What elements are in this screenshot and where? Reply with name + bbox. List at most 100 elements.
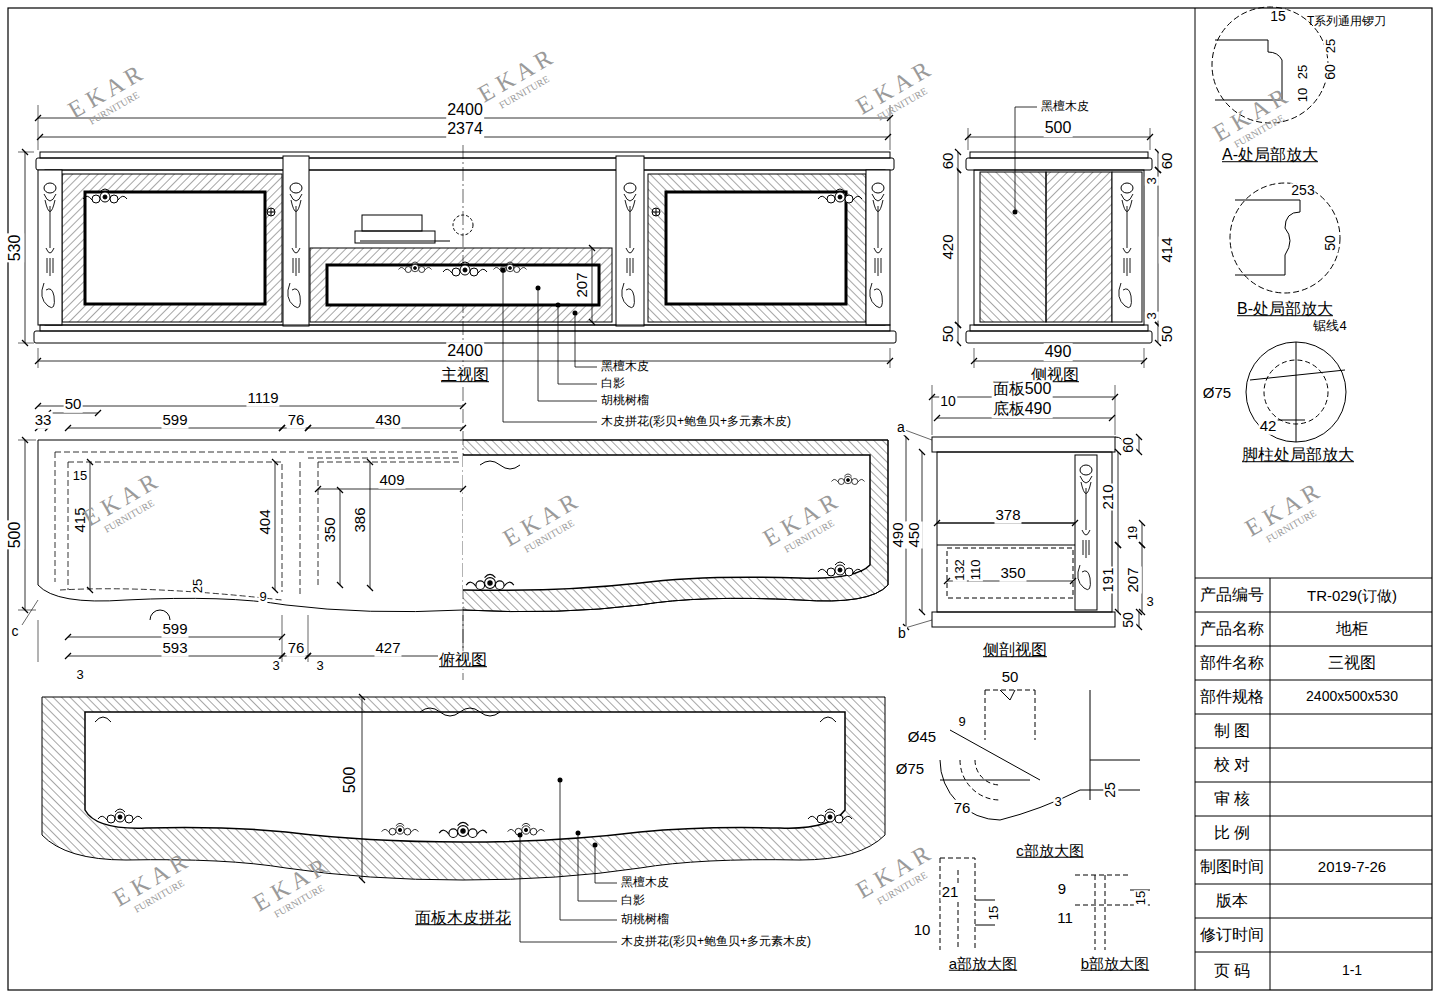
- dimension-value: 面板500: [992, 380, 1053, 398]
- dimension-value: 593: [161, 640, 188, 657]
- view-title: c部放大图: [1015, 843, 1085, 860]
- dimension-value: 锯线4: [1312, 319, 1347, 333]
- title-block-cell: 版本: [1215, 892, 1249, 910]
- dimension-value: 191: [1100, 566, 1117, 593]
- dimension-value: c: [11, 624, 20, 639]
- dimension-value: 10: [939, 394, 957, 409]
- top-view-part: [60, 589, 282, 600]
- material-callout: 黑檀木皮: [600, 360, 650, 373]
- view-title: B-处局部放大: [1236, 300, 1334, 318]
- detail-circles-part: [1230, 183, 1340, 293]
- dimension-value: 132: [953, 558, 967, 582]
- dimension-value: 底板490: [992, 400, 1053, 418]
- leader-dot-part: [518, 833, 523, 838]
- dimension-value: 1119: [246, 390, 279, 407]
- side-view-part: [980, 172, 1046, 322]
- section-view-part: [932, 612, 1115, 627]
- main-view-part: [288, 183, 302, 308]
- title-block-cell: 校 对: [1213, 756, 1251, 774]
- dimension-value: 9: [957, 715, 966, 729]
- main-view-part: [42, 183, 56, 308]
- title-block-cell: 三视图: [1327, 654, 1377, 672]
- title-block-cell: 页 码: [1213, 962, 1251, 980]
- side-view-part: [1112, 172, 1142, 322]
- dimension-value: 3: [271, 659, 280, 673]
- dimension-value: 25: [1324, 38, 1338, 54]
- extension-line: [18, 105, 1150, 662]
- material-callout: 黑檀木皮: [620, 876, 670, 889]
- material-callout: 黑檀木皮: [1040, 100, 1090, 113]
- face-panel-part: [95, 708, 836, 722]
- detail-c-part: [1090, 690, 1140, 800]
- dimension-value: 50: [1001, 669, 1020, 686]
- main-view-part: [38, 170, 62, 325]
- dimension-line-part: [25, 440, 26, 610]
- dimension-value: 350: [999, 565, 1026, 582]
- dimension-line-part: [1118, 452, 1119, 545]
- dimension-value: a: [896, 420, 906, 435]
- dimension-line-part: [275, 462, 276, 590]
- detail-c-part: [940, 760, 1140, 820]
- dimension-value: 2400: [446, 342, 484, 360]
- material-callout: 木皮拼花(彩贝+鲍鱼贝+多元素木皮): [600, 415, 792, 428]
- face-panel-part: [508, 823, 545, 835]
- main-view-part: [36, 158, 894, 170]
- dimension-line-part: [958, 152, 959, 170]
- dimension-value: 11: [1056, 910, 1074, 927]
- dimension-value: 76: [287, 412, 306, 429]
- title-block-cell: 制图时间: [1199, 858, 1265, 876]
- leader-dot-part: [593, 843, 598, 848]
- dimension-line-part: [370, 462, 371, 588]
- dimension-line-part: [1142, 545, 1143, 612]
- title-block-cell: 部件规格: [1199, 688, 1265, 706]
- dimension-value: 15: [1134, 890, 1148, 906]
- leader-line-part: [520, 835, 617, 942]
- dimension-value: 3: [1145, 311, 1159, 320]
- view-title: 主视图: [440, 366, 490, 384]
- top-view-part: [818, 562, 862, 576]
- dimension-line-part: [362, 697, 363, 880]
- side-view-part: [1046, 172, 1112, 322]
- dimension-value: 207: [574, 271, 591, 298]
- main-view-part: [34, 331, 896, 343]
- view-title: 面板木皮拼花: [414, 909, 512, 927]
- top-view: [38, 440, 888, 620]
- title-block-cell: 产品编号: [1199, 586, 1265, 604]
- dimension-value: 50: [1323, 234, 1338, 252]
- leader-dot-part: [558, 778, 563, 783]
- face-panel-part: [439, 822, 487, 837]
- view-title: 脚柱处局部放大: [1241, 446, 1355, 464]
- main-view-part: [866, 170, 890, 325]
- extension-line-part: [968, 128, 1150, 368]
- main-view-part: [45, 170, 885, 325]
- view-title: 俯视图: [438, 651, 488, 669]
- dimension-line-part: [592, 248, 593, 322]
- leader-line-part: [538, 288, 597, 401]
- dimension-value: 50: [940, 325, 957, 344]
- dimension-value: Ø75: [895, 761, 925, 778]
- drawing-frame-part: [1195, 8, 1196, 990]
- section-view-part: [932, 437, 1115, 452]
- title-block-cell: 产品名称: [1199, 620, 1265, 638]
- dimension-value: 599: [161, 412, 188, 429]
- title-block-cell: 地柜: [1335, 620, 1369, 638]
- dimension-value: 490: [890, 521, 907, 548]
- detail-b: [1075, 875, 1150, 950]
- dimension-value: 50: [1159, 325, 1176, 344]
- side-view: [966, 152, 1152, 343]
- dimension-value: Ø75: [1202, 385, 1232, 402]
- leader-line-part: [595, 845, 617, 883]
- detail-c-part: [975, 760, 1000, 785]
- main-view: [34, 152, 896, 343]
- drawing-frame-part: [8, 8, 1432, 990]
- dimension-value: 60: [1159, 152, 1176, 171]
- dimension-value: 33: [34, 412, 53, 429]
- main-view-part: [648, 174, 866, 322]
- detail-circles-part: [1250, 342, 1345, 442]
- dimension-value: 427: [374, 640, 401, 657]
- dimension-value: 253: [1290, 183, 1315, 198]
- side-view-part: [1119, 183, 1133, 308]
- dimension-value: 10: [913, 922, 932, 939]
